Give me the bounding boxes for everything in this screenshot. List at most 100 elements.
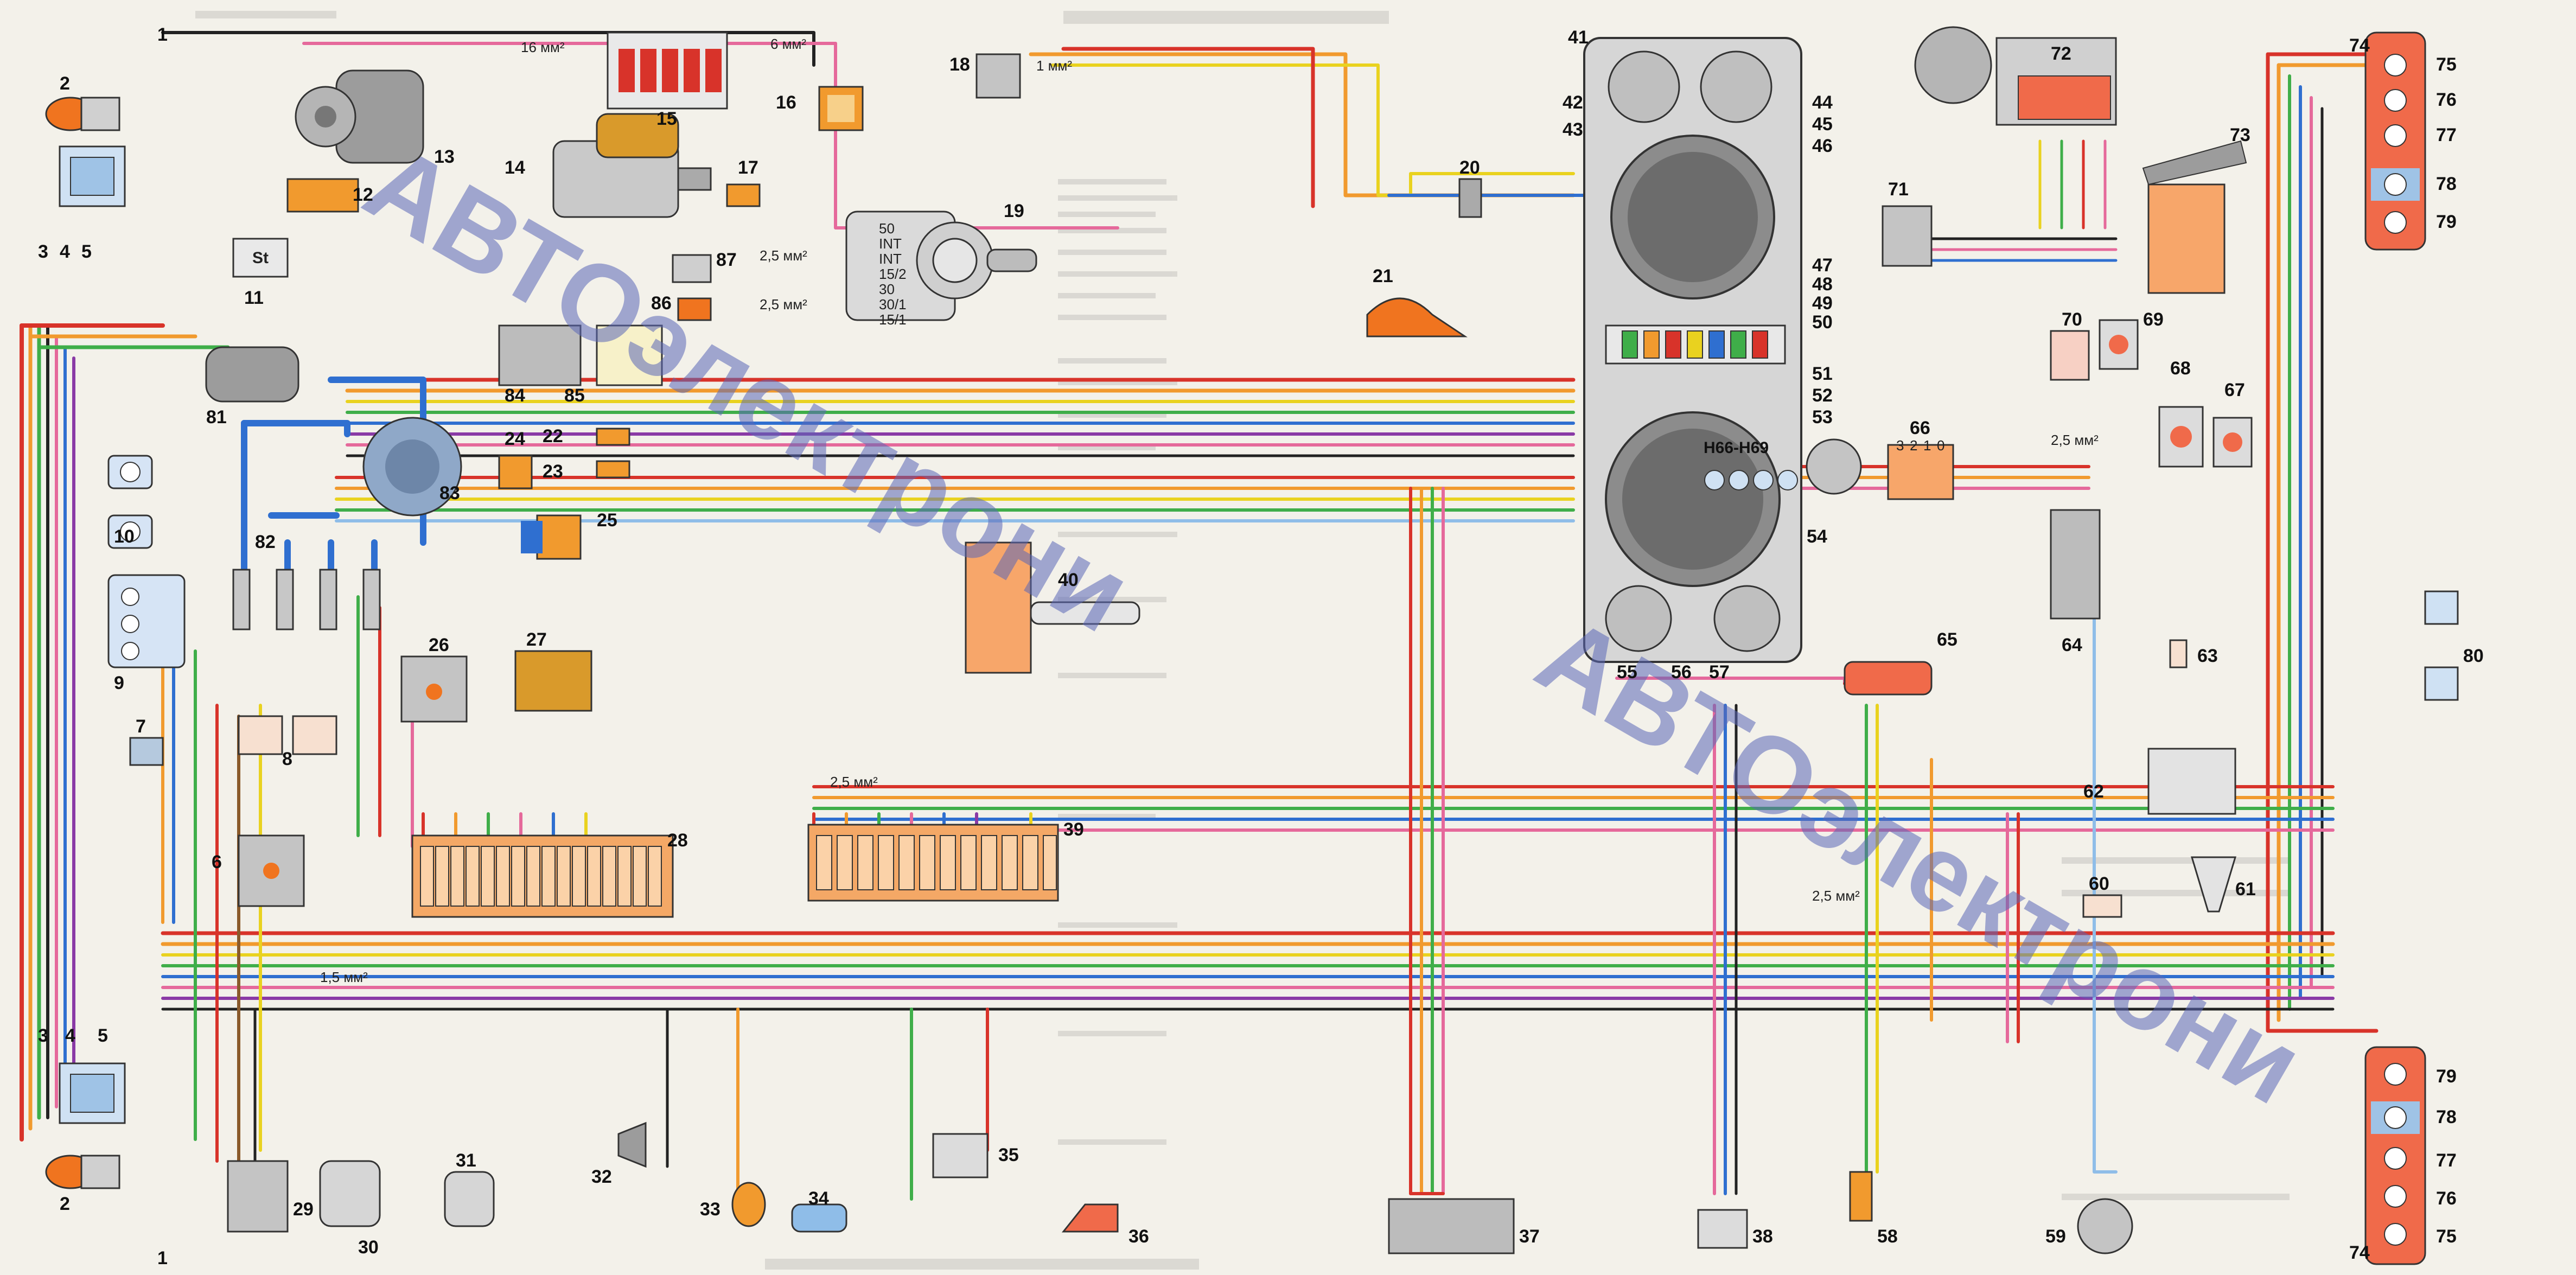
label-53: 53 bbox=[1812, 407, 1833, 428]
pump-33 bbox=[731, 1182, 766, 1227]
side-lamp-upper bbox=[107, 514, 153, 549]
label-79: 79 bbox=[2436, 212, 2457, 232]
label-69: 69 bbox=[2143, 309, 2164, 330]
relay-68 bbox=[2158, 406, 2204, 468]
wire-size-8: 2,5 мм² bbox=[830, 774, 878, 790]
block-12 bbox=[286, 178, 359, 213]
sensor-24 bbox=[498, 455, 533, 489]
headlight-unit-left-top bbox=[59, 145, 126, 207]
plate-lamps-80 bbox=[2424, 590, 2459, 701]
wire-size-5: 2,5 мм² bbox=[2051, 432, 2099, 448]
label-85: 85 bbox=[564, 385, 585, 406]
column-switch-40 bbox=[965, 541, 1140, 674]
label-28: 28 bbox=[667, 830, 688, 851]
label-30: 30 bbox=[358, 1237, 379, 1258]
module-85 bbox=[596, 324, 663, 386]
label-86: 86 bbox=[651, 293, 672, 314]
label-2: 2 bbox=[60, 73, 70, 94]
relays-8 bbox=[238, 715, 337, 755]
label-16: 16 bbox=[776, 92, 796, 113]
label-77: 77 bbox=[2436, 125, 2457, 145]
label-71: 71 bbox=[1888, 179, 1909, 200]
label-h66-h69: H66-H69 bbox=[1704, 439, 1769, 457]
relay-70 bbox=[2050, 330, 2090, 381]
indicator-lamps-h66-h69 bbox=[1704, 470, 1798, 490]
sensor-87 bbox=[672, 254, 712, 283]
headlight-unit-left-bottom bbox=[59, 1062, 126, 1124]
wire-size-1: 6 мм² bbox=[770, 36, 806, 52]
label-74: 74 bbox=[2349, 35, 2370, 56]
label-79-bottom: 79 bbox=[2436, 1066, 2457, 1087]
cigarette-lighter-65 bbox=[1844, 661, 1933, 696]
rear-lamp-block-right-bottom bbox=[2364, 1046, 2426, 1265]
component-labels: 1 2 3 4 5 6 7 8 9 10 11 12 13 14 15 16 1… bbox=[38, 24, 2484, 1268]
ign-term-30: 30 bbox=[879, 281, 895, 297]
label-3-bottom: 3 bbox=[38, 1025, 48, 1046]
motor-30 bbox=[319, 1160, 381, 1227]
diode-60 bbox=[2082, 894, 2122, 918]
relay-71 bbox=[1882, 205, 1933, 267]
fuse-box-39 bbox=[807, 824, 1059, 902]
label-19: 19 bbox=[1004, 201, 1024, 221]
relay-29 bbox=[227, 1160, 289, 1233]
wire-size-annotations: 6 мм² 1 мм² 2,5 мм² 2,5 мм² 2,5 мм² 2,5 … bbox=[320, 36, 2099, 985]
wire-size-2: 1 мм² bbox=[1036, 58, 1072, 74]
label-31: 31 bbox=[456, 1150, 476, 1171]
pump-59 bbox=[2077, 1198, 2133, 1254]
label-3: 3 bbox=[38, 241, 48, 262]
label-81: 81 bbox=[206, 407, 227, 428]
generator-13 bbox=[295, 69, 424, 164]
unit-27 bbox=[514, 650, 592, 712]
switch-35 bbox=[932, 1133, 989, 1178]
label-55: 55 bbox=[1617, 662, 1637, 683]
label-83: 83 bbox=[439, 483, 460, 503]
label-29: 29 bbox=[293, 1199, 314, 1220]
horn-32 bbox=[617, 1121, 647, 1168]
label-14: 14 bbox=[505, 157, 525, 178]
instrument-cluster-41 bbox=[1583, 37, 1802, 663]
starter-14 bbox=[552, 113, 712, 218]
relay-26 bbox=[400, 655, 468, 723]
label-25: 25 bbox=[597, 510, 617, 531]
switch-38 bbox=[1697, 1209, 1748, 1249]
label-15: 15 bbox=[656, 109, 677, 129]
label-46: 46 bbox=[1812, 136, 1833, 156]
label-70: 70 bbox=[2062, 309, 2082, 330]
wire-size-3: 2,5 мм² bbox=[760, 247, 807, 264]
label-39: 39 bbox=[1063, 819, 1084, 840]
label-4-bottom: 4 bbox=[65, 1025, 75, 1046]
main-fuse-box bbox=[607, 31, 728, 110]
label-47: 47 bbox=[1812, 255, 1833, 276]
sensor-86 bbox=[677, 297, 712, 321]
label-41: 41 bbox=[1568, 27, 1589, 48]
label-82: 82 bbox=[255, 532, 276, 552]
spark-plugs-82 bbox=[232, 569, 381, 630]
wiper-digit-2: 2 bbox=[1910, 437, 1917, 454]
label-34: 34 bbox=[808, 1188, 829, 1209]
label-5-bottom: 5 bbox=[98, 1025, 108, 1046]
label-32: 32 bbox=[591, 1166, 612, 1187]
label-61: 61 bbox=[2235, 879, 2256, 900]
sensor-23 bbox=[596, 460, 630, 479]
ign-term-int1: INT bbox=[879, 235, 902, 252]
switch-unit-84 bbox=[498, 324, 582, 386]
ignition-terminals: 50 INT INT 15/2 30 30/1 15/1 St 3 2 1 0 bbox=[252, 220, 1944, 454]
washer-pump-21 bbox=[1366, 297, 1468, 337]
ignition-switch-19 bbox=[845, 211, 1037, 321]
label-80: 80 bbox=[2463, 646, 2484, 666]
sensor-34 bbox=[791, 1203, 847, 1233]
label-57: 57 bbox=[1709, 662, 1730, 683]
ign-term-301: 30/1 bbox=[879, 296, 907, 313]
label-73: 73 bbox=[2230, 125, 2250, 145]
label-45: 45 bbox=[1812, 114, 1833, 135]
ign-term-152: 15/2 bbox=[879, 266, 907, 282]
label-78-bottom: 78 bbox=[2436, 1107, 2457, 1127]
label-60: 60 bbox=[2089, 874, 2109, 894]
wiper-digit-3: 3 bbox=[1896, 437, 1904, 454]
relay-67 bbox=[2212, 417, 2253, 468]
wiper-digit-0: 0 bbox=[1937, 437, 1944, 454]
label-59: 59 bbox=[2045, 1226, 2066, 1247]
ign-term-151: 15/1 bbox=[879, 311, 907, 328]
wiper-switch-73 bbox=[2142, 140, 2247, 294]
label-5: 5 bbox=[81, 241, 92, 262]
